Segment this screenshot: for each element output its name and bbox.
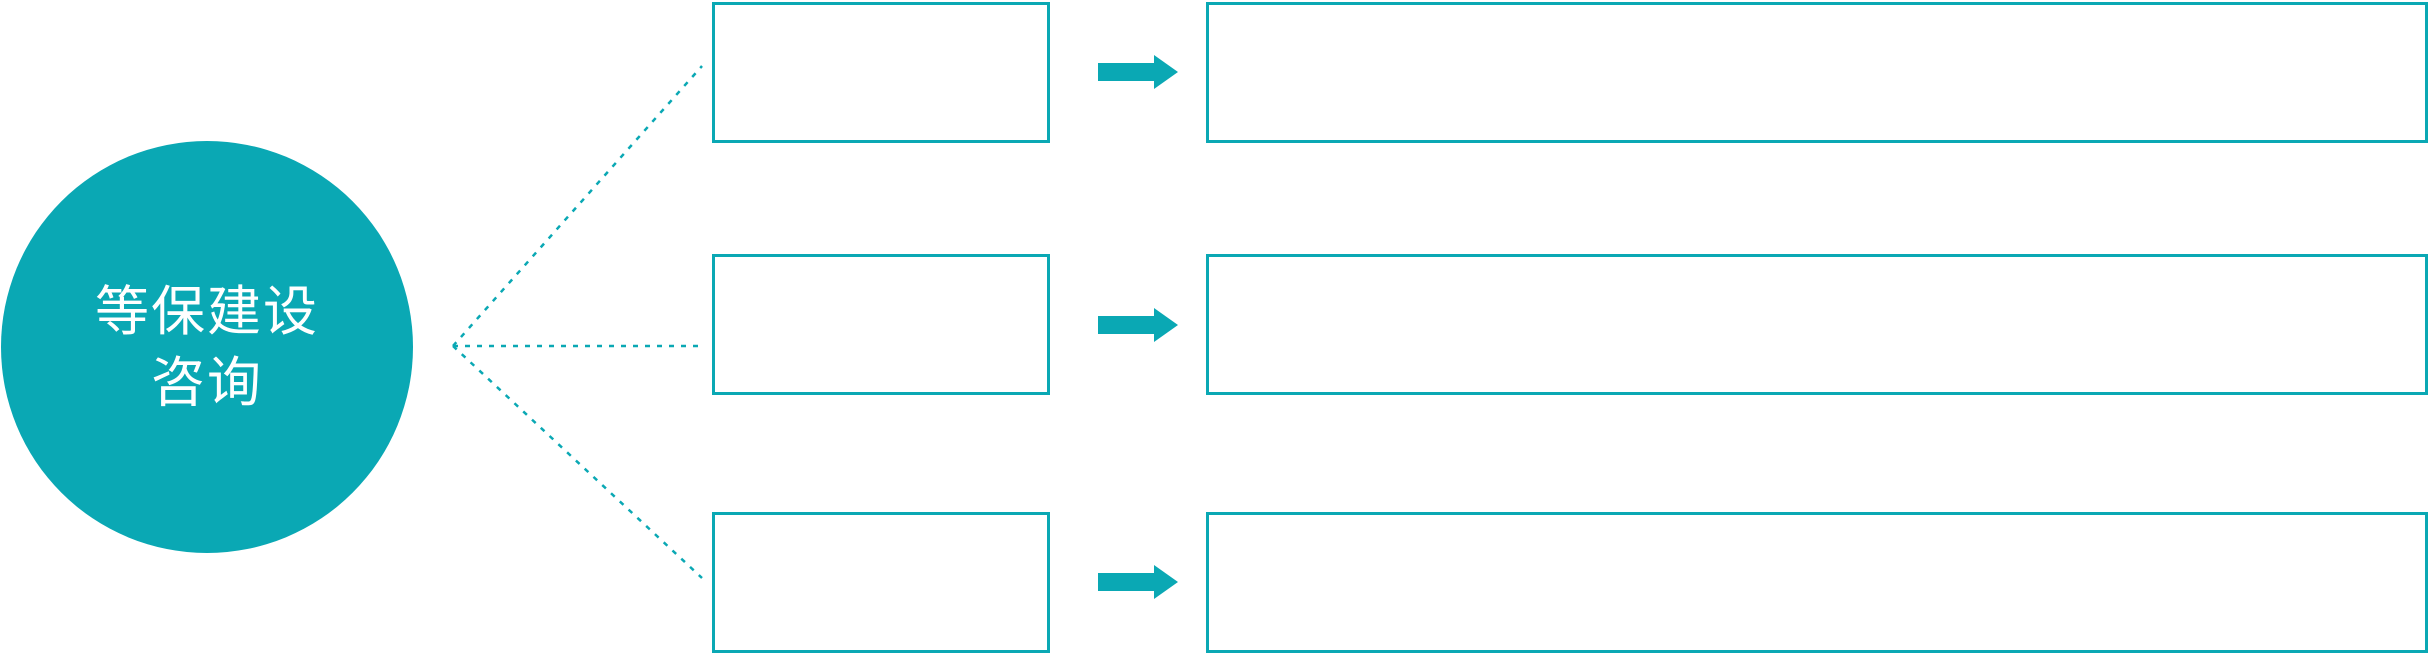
connector-dotted-line-bottom [452,345,703,579]
detail-box-3 [1206,512,2428,653]
connector-dotted-line-top [452,65,703,347]
stage-box-1 [712,2,1050,143]
root-topic-label-line1: 等保建设 [95,279,319,343]
right-arrow-icon-2 [1098,308,1178,342]
stage-box-2 [712,254,1050,395]
detail-box-2 [1206,254,2428,395]
stage-box-3 [712,512,1050,653]
root-topic-circle: 等保建设 咨询 [1,141,413,553]
right-arrow-icon-3 [1098,565,1178,599]
root-topic-label: 等保建设 咨询 [95,276,319,419]
detail-box-1 [1206,2,2428,143]
root-topic-label-line2: 咨询 [151,351,263,414]
right-arrow-icon-1 [1098,55,1178,89]
